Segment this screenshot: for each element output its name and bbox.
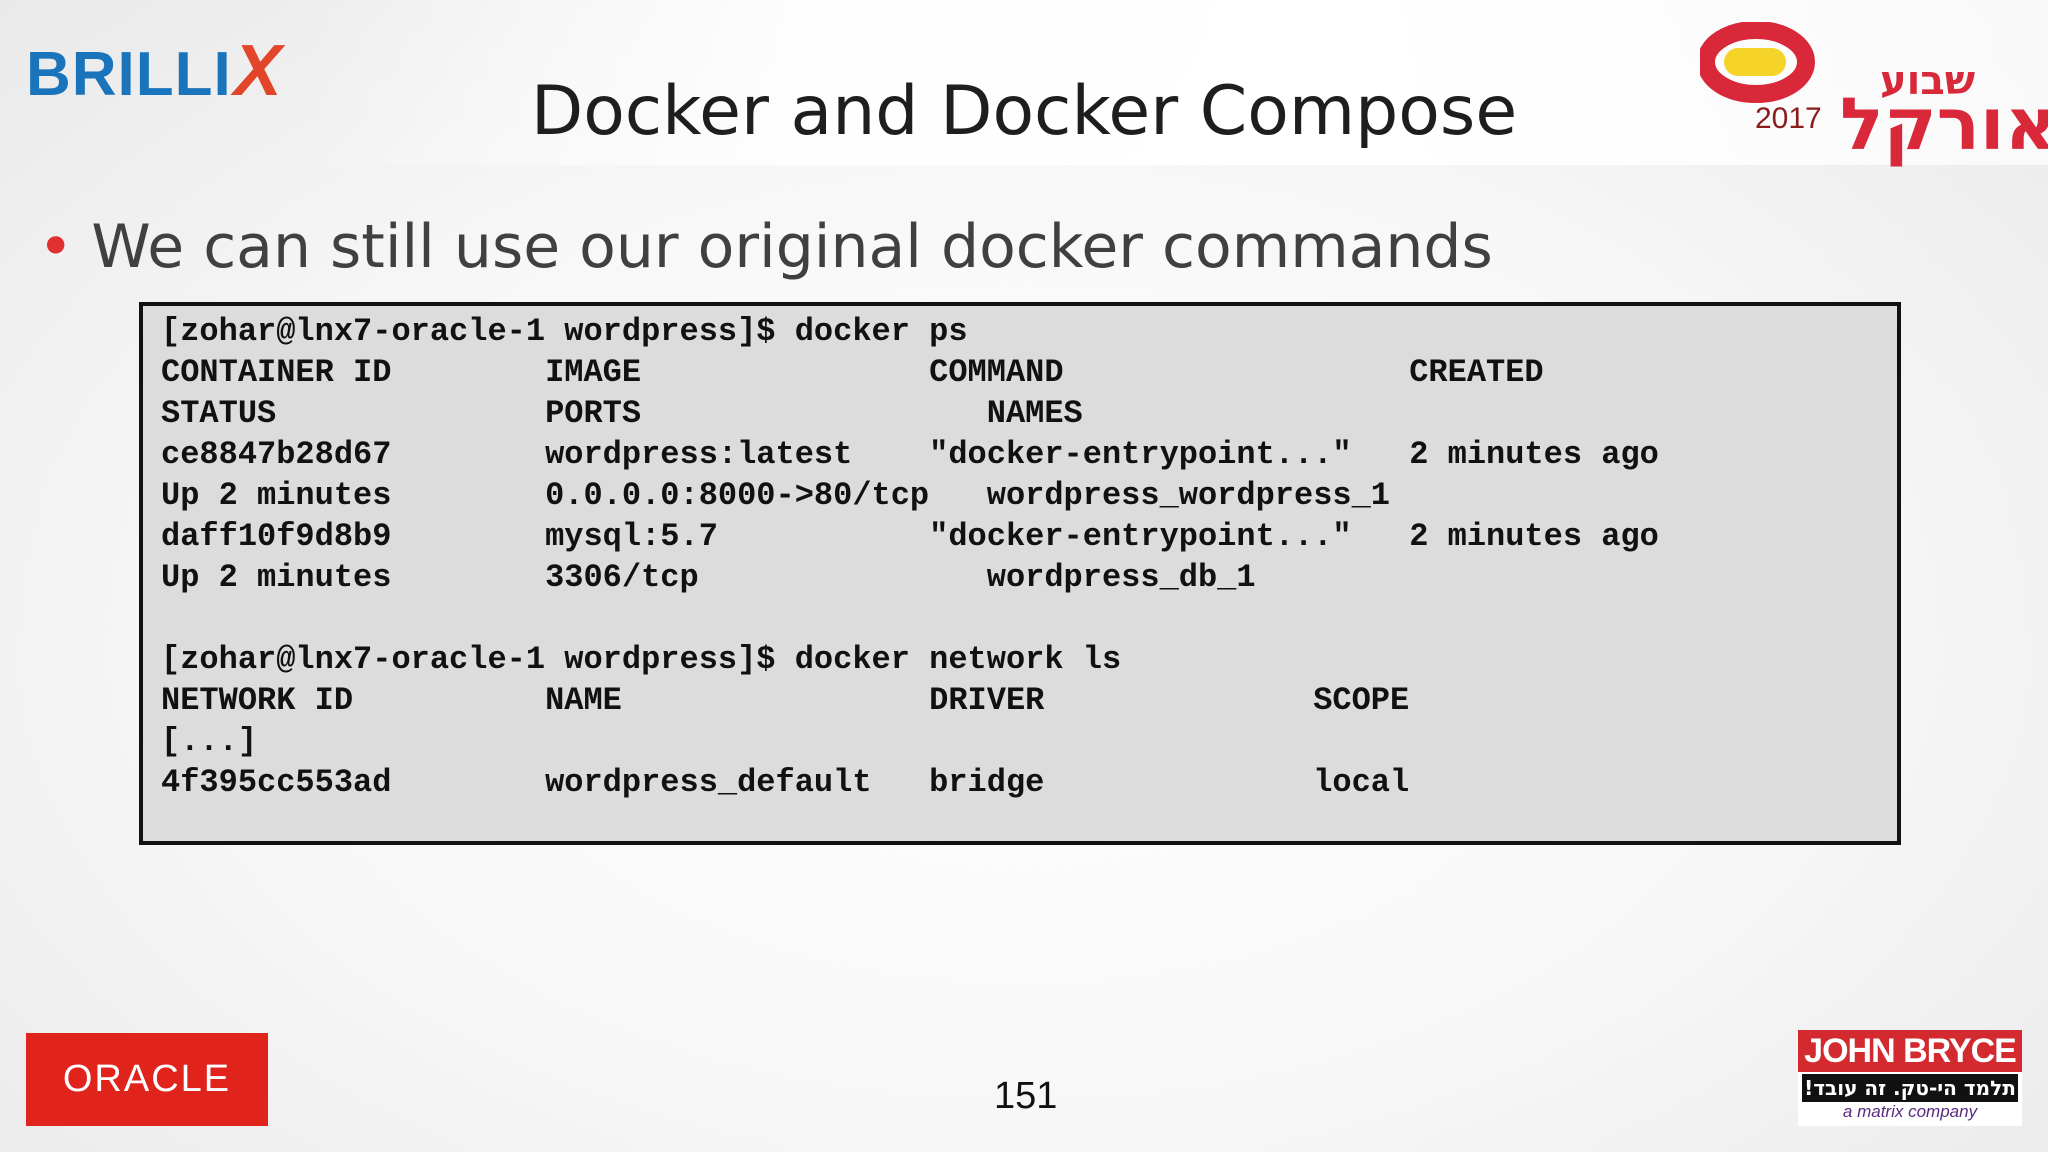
brillix-logo-text: BRILLI bbox=[26, 40, 232, 109]
terminal-line: STATUS PORTS NAMES bbox=[161, 395, 1083, 432]
bullet-item: •We can still use our original docker co… bbox=[38, 212, 1493, 282]
terminal-line: CONTAINER ID IMAGE COMMAND CREATED bbox=[161, 354, 1544, 391]
terminal-line: daff10f9d8b9 mysql:5.7 "docker-entrypoin… bbox=[161, 518, 1659, 555]
terminal-line: [zohar@lnx7-oracle-1 wordpress]$ docker … bbox=[161, 641, 1122, 678]
page-number: 151 bbox=[994, 1075, 1058, 1117]
slide-title: Docker and Docker Compose bbox=[530, 72, 1518, 151]
terminal-line: [zohar@lnx7-oracle-1 wordpress]$ docker … bbox=[161, 313, 968, 350]
terminal-line: 4f395cc553ad wordpress_default bridge lo… bbox=[161, 764, 1410, 801]
terminal-line: Up 2 minutes 3306/tcp wordpress_db_1 bbox=[161, 559, 1256, 596]
brillix-logo-x: X bbox=[233, 31, 283, 111]
oracle-week-big-text: אורקל bbox=[1840, 82, 2048, 166]
oracle-logo: ORACLE bbox=[26, 1033, 268, 1126]
terminal-line: [...] bbox=[161, 723, 258, 760]
john-bryce-sub: a matrix company bbox=[1842, 1102, 1978, 1121]
terminal-line: Up 2 minutes 0.0.0.0:8000->80/tcp wordpr… bbox=[161, 477, 1390, 514]
john-bryce-logo: JOHN BRYCE תלמד הי-טק. זה עובד! a matrix… bbox=[1798, 1030, 2022, 1126]
john-bryce-tagline: תלמד הי-טק. זה עובד! bbox=[1802, 1074, 2018, 1102]
bullet-text: We can still use our original docker com… bbox=[91, 212, 1493, 282]
brillix-logo: BRILLIX bbox=[26, 30, 283, 112]
john-bryce-name: JOHN BRYCE bbox=[1798, 1030, 2022, 1072]
oracle-week-small-text: שבוע bbox=[1880, 58, 1976, 104]
bullet-dot-icon: • bbox=[38, 212, 74, 282]
oracle-week-year: 2017 bbox=[1755, 102, 1822, 135]
oracle-week-logo: 2017 שבוע אורקל bbox=[1700, 22, 2048, 160]
terminal-line: ce8847b28d67 wordpress:latest "docker-en… bbox=[161, 436, 1659, 473]
terminal-output: [zohar@lnx7-oracle-1 wordpress]$ docker … bbox=[139, 302, 1901, 845]
terminal-line: NETWORK ID NAME DRIVER SCOPE bbox=[161, 682, 1410, 719]
oracle-week-ring-icon bbox=[1700, 22, 1815, 103]
